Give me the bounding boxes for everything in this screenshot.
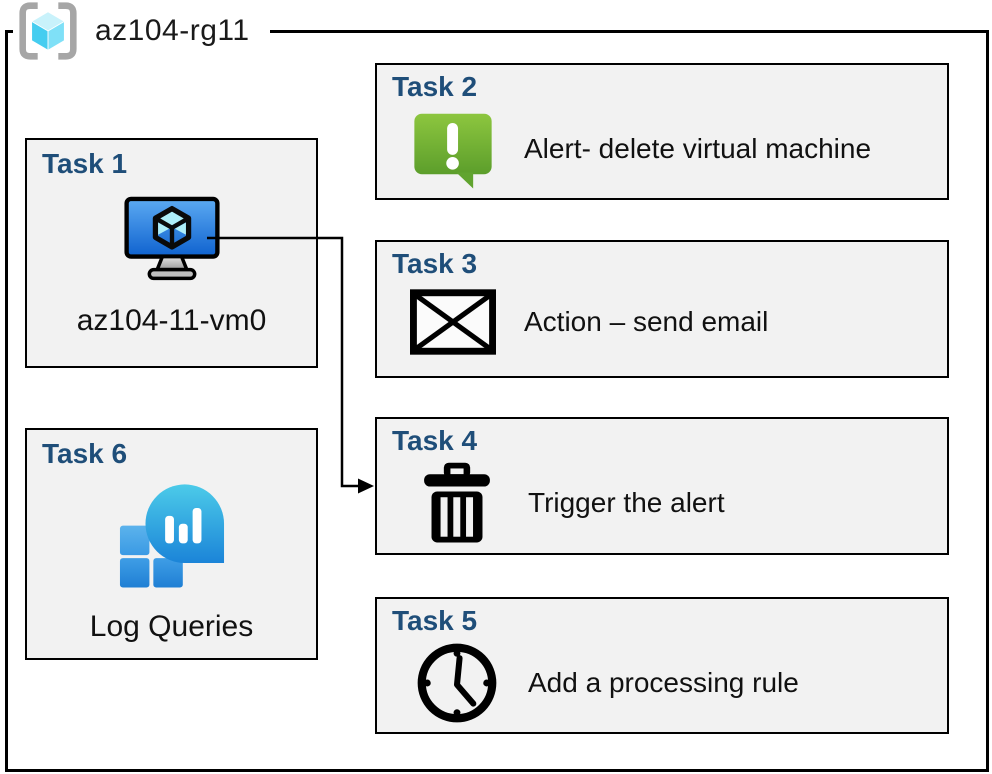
resource-group-title: az104-rg11 <box>95 14 250 47</box>
task-box-5: Task 5 Add a processing rule <box>375 597 949 734</box>
virtual-machine-icon <box>123 196 220 289</box>
task-box-2: Task 2 Alert- delete virtual machine <box>375 63 949 200</box>
resource-group-frame <box>5 30 989 772</box>
task-2-heading: Task 2 <box>392 71 478 102</box>
task-3-heading: Task 3 <box>392 248 478 279</box>
task-6-label: Log Queries <box>89 610 254 643</box>
log-analytics-icon <box>118 482 226 593</box>
task-box-6: Task 6 <box>25 428 318 660</box>
task-1-heading: Task 1 <box>42 148 128 179</box>
trash-icon <box>420 461 494 545</box>
task-box-4: Task 4 Trigger the alert <box>375 417 949 555</box>
task-4-label: Trigger the alert <box>528 487 725 518</box>
clock-icon <box>414 639 500 727</box>
task-1-label: az104-11-vm0 <box>76 304 267 337</box>
task-6-heading: Task 6 <box>42 438 128 469</box>
alert-icon <box>410 107 496 191</box>
task-box-3: Action – send email Task 3 <box>375 240 949 378</box>
task-2-label: Alert- delete virtual machine <box>524 133 872 164</box>
task-5-heading: Task 5 <box>392 605 478 636</box>
task-box-1: Task 1 <box>25 138 318 368</box>
task-4-heading: Task 4 <box>392 425 478 456</box>
resource-group-icon <box>15 1 81 61</box>
task-5-label: Add a processing rule <box>528 667 799 698</box>
resource-group-header: az104-rg11 <box>13 1 270 61</box>
task-3-label: Action – send email <box>524 306 769 337</box>
email-icon <box>410 289 496 355</box>
